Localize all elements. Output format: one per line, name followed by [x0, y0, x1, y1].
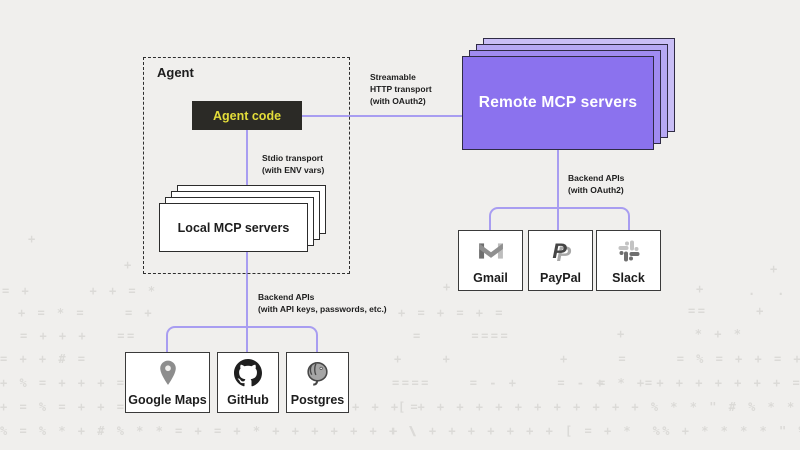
service-label: PayPal	[539, 271, 581, 285]
connector-agent-to-local	[246, 130, 248, 188]
label-stdio-transport: Stdio transport (with ENV vars)	[262, 153, 325, 175]
local-mcp-label: Local MCP servers	[177, 220, 290, 235]
agent-group-box	[143, 57, 350, 274]
service-box-postgres: Postgres	[286, 352, 349, 413]
google-maps-icon	[157, 359, 179, 387]
connector-remote-to-backend	[557, 150, 559, 230]
label-remote-backend-apis: Backend APIs (with OAuth2)	[568, 173, 625, 195]
service-label: Slack	[612, 271, 645, 285]
service-box-google-maps: Google Maps	[125, 352, 210, 413]
bg-glyph: = + + + = *	[2, 284, 158, 298]
bg-glyph: + = + = + =	[398, 306, 505, 320]
connector-local-to-backend	[246, 252, 248, 352]
svg-text:P: P	[556, 241, 571, 264]
svg-text:P: P	[552, 238, 567, 263]
bg-glyph: ==== = - + = - + =	[392, 376, 655, 390]
bg-glyph: + \ + + + + + + + [ = + * %% + * * * * "…	[390, 424, 800, 438]
bg-glyph: + * + *	[617, 327, 744, 341]
bg-glyph: + + + =	[352, 400, 421, 414]
bg-glyph: + = = % = + + = + = + =	[560, 352, 800, 366]
bg-glyph: + +	[394, 352, 453, 366]
bg-glyph: + % = + + + =	[0, 376, 127, 390]
bg-glyph: +	[443, 280, 453, 294]
bg-glyph: = + + # =	[0, 352, 88, 366]
label-local-backend-apis: Backend APIs (with API keys, passwords, …	[258, 292, 387, 314]
label-streamable-transport: Streamable HTTP transport (with OAuth2)	[370, 72, 432, 106]
bg-glyph: . . +	[748, 284, 787, 298]
connector-agent-to-remote	[302, 115, 462, 117]
bg-glyph: == +	[688, 304, 766, 318]
bracket-remote-services	[489, 207, 630, 230]
local-mcp-card-front: Local MCP servers	[159, 203, 308, 252]
remote-mcp-card-front: Remote MCP servers	[462, 56, 654, 150]
agent-group-label: Agent	[157, 65, 194, 80]
service-label: Postgres	[290, 393, 345, 407]
bg-glyph: +	[28, 232, 38, 246]
postgres-icon	[304, 359, 331, 387]
bg-glyph: +	[696, 282, 706, 296]
bracket-local-services	[166, 326, 318, 352]
service-box-gmail: Gmail	[458, 230, 523, 291]
service-label: Google Maps	[128, 393, 207, 407]
remote-mcp-label: Remote MCP servers	[478, 94, 638, 111]
paypal-icon: P P	[548, 237, 574, 265]
bg-glyph: = ====	[413, 329, 511, 343]
bg-glyph: + = * = = +	[18, 306, 155, 320]
github-icon	[234, 359, 262, 387]
service-box-slack: Slack	[596, 230, 661, 291]
service-box-github: GitHub	[217, 352, 279, 413]
service-label: GitHub	[227, 393, 269, 407]
agent-code-label: Agent code	[212, 108, 282, 123]
bg-glyph: [ + + + + + + + + + + + + % * * " # % * …	[398, 400, 797, 414]
agent-code-box: Agent code	[192, 101, 302, 130]
slack-icon	[617, 237, 641, 265]
bg-glyph: = + + + ==	[20, 329, 137, 343]
service-box-paypal: P P PayPal	[528, 230, 593, 291]
gmail-icon	[478, 237, 504, 265]
bg-glyph: % = % * + # % * * = + = + * + + + + + + …	[0, 424, 419, 438]
bg-glyph: = * + + + + + + + + = + = + =	[598, 376, 800, 390]
bg-glyph: +	[124, 258, 134, 272]
bg-glyph: +	[770, 262, 780, 276]
service-label: Gmail	[473, 271, 508, 285]
